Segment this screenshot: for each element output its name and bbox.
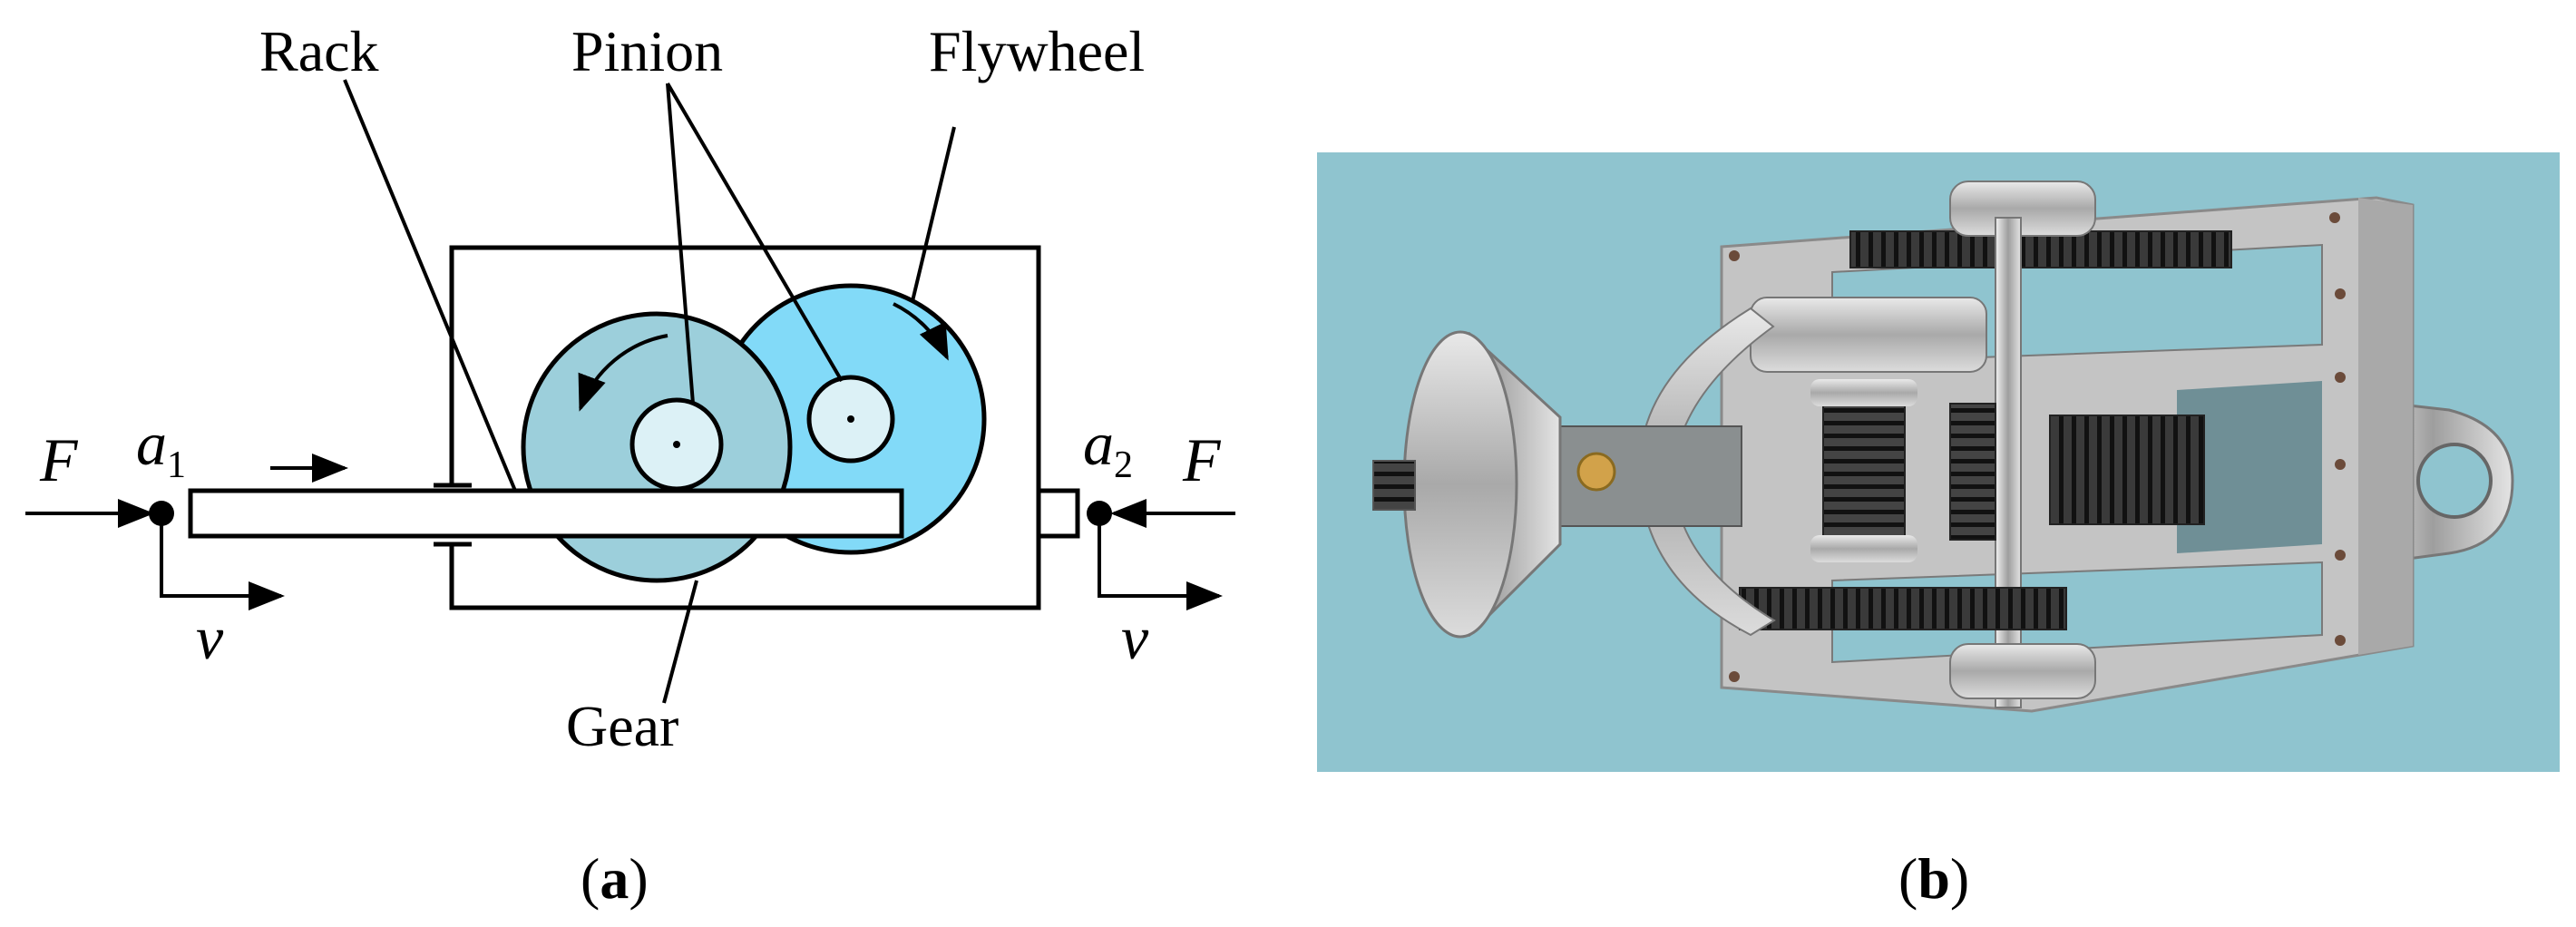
bolt	[1729, 671, 1740, 682]
symbol-accel-left: a1	[136, 409, 186, 486]
symbol-force-right: F	[1182, 425, 1222, 494]
bolt	[2335, 288, 2346, 299]
rack-bar	[188, 488, 904, 539]
pinion-cap-top	[1810, 379, 1917, 406]
connecting-rod	[1541, 425, 1742, 527]
frame-bolts	[1729, 212, 2346, 682]
symbol-velocity-right: v	[1121, 603, 1149, 672]
symbol-velocity-left: v	[196, 603, 224, 672]
accel-left-sub: 1	[167, 444, 186, 486]
symbol-accel-right: a2	[1083, 409, 1133, 486]
gear-rotation-arrow	[578, 334, 668, 412]
label-rack: Rack	[259, 19, 379, 83]
pinion-gear-center	[673, 441, 680, 448]
velocity-arrow-right	[1098, 513, 1223, 610]
bottom-hub	[1949, 643, 2096, 699]
bottom-gear	[1739, 587, 2067, 630]
bolt	[2335, 372, 2346, 383]
rod-pin	[1576, 452, 1616, 492]
frame-window-right	[2177, 381, 2322, 553]
top-gear	[1849, 230, 2232, 268]
panel-a-schematic: Rack Pinion Flywheel Gear F F a1 a2 v v …	[25, 19, 1235, 911]
vertical-shaft	[1995, 217, 2022, 708]
bolt	[2335, 550, 2346, 561]
bolt	[2335, 459, 2346, 470]
panel-b-photo: (b)	[1317, 152, 2560, 911]
cone-face	[1402, 330, 1518, 639]
label-gear: Gear	[566, 694, 678, 758]
bolt	[2329, 212, 2340, 223]
threaded-stub	[1372, 460, 1416, 511]
upper-flywheel	[1750, 297, 1987, 373]
pinion-cap-bottom	[1810, 535, 1917, 562]
leader-gear	[662, 580, 698, 704]
velocity-arrow-left	[160, 513, 285, 610]
bolt	[2335, 635, 2346, 646]
accel-right-sub: 2	[1114, 444, 1133, 486]
pinion-stack-right	[1949, 403, 1996, 541]
frame-right-face	[2358, 198, 2413, 655]
label-flywheel: Flywheel	[929, 19, 1145, 83]
leader-flywheel	[911, 126, 956, 302]
caption-b: (b)	[1898, 846, 1969, 911]
accel-right-base: a	[1083, 409, 1114, 478]
rack-end-block	[1036, 488, 1080, 539]
accel-left-base: a	[136, 409, 167, 478]
housing-box	[449, 245, 1041, 610]
symbol-force-left: F	[39, 425, 79, 494]
eyelet-hole	[2416, 443, 2493, 519]
bolt	[1729, 250, 1740, 261]
leader-rack	[343, 79, 517, 492]
leader-pinion-1	[666, 83, 695, 405]
flywheel-rotation-arrow	[893, 302, 949, 361]
top-hub	[1949, 181, 2096, 237]
rack-teeth	[2049, 415, 2205, 525]
leader-pinion-2	[666, 82, 844, 383]
caption-a: (a)	[581, 846, 649, 911]
pinion-stack-left	[1822, 389, 1906, 554]
pinion-flywheel-center	[847, 415, 854, 423]
label-pinion: Pinion	[571, 19, 723, 83]
